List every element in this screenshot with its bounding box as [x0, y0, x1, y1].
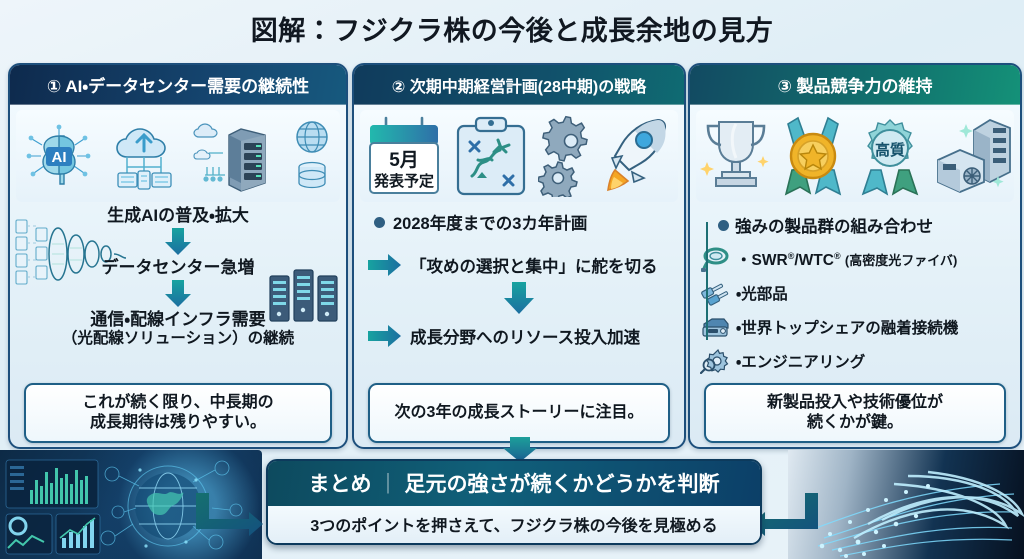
list-item-prefix: ・ — [736, 286, 742, 303]
signal-wave-icon — [15, 219, 127, 285]
panel-2-note: 次の3年の成長ストーリーに注目。 — [368, 383, 670, 443]
list-head-row: 強みの製品群の組み合わせ — [700, 208, 1020, 242]
list-head-label: 強みの製品群の組み合わせ — [735, 218, 933, 236]
list-item-main: 光部品 — [741, 286, 788, 303]
down-arrow-icon — [165, 280, 191, 308]
list-item-sup2: ® — [833, 250, 841, 261]
connector-down-arrow — [503, 437, 537, 462]
flow-step-2: データセンター急増 — [101, 258, 255, 278]
list-item-main: SWR — [751, 252, 788, 269]
list-item-paren: (高密度光ファイバ) — [844, 253, 958, 268]
panel-product-competitiveness: ③ 製品競争力の維持 — [688, 63, 1022, 449]
data-dashboard-globe-image — [0, 450, 262, 559]
page-title: 図解：フジクラ株の今後と成長余地の見方 — [250, 15, 774, 46]
list-item-sup1: ® — [787, 250, 795, 261]
panel-2-down-arrow-wrap — [354, 282, 684, 321]
bullet-text: 2028年度までの3カ年計画 — [393, 215, 588, 233]
list-item-main: 世界トップシェアの融着接続機 — [741, 320, 959, 337]
list-item-label: ・SWR®/WTC® (高密度光ファイバ) — [736, 248, 957, 270]
quality-badge-label: 高質 — [874, 141, 904, 159]
svg-text:AI: AI — [51, 149, 66, 166]
down-arrow-icon — [165, 228, 191, 256]
list-item: ・世界トップシェアの融着接続機 — [700, 310, 1020, 344]
bullet-text: 「攻めの選択と集中」に舵を切る — [410, 258, 658, 276]
panel-3-note-line2: 続くかが鍵。 — [806, 414, 903, 431]
list-item-mid: /WTC — [794, 252, 834, 269]
panel-3-note: 新製品投入や技術優位が 続くかが鍵。 — [704, 383, 1006, 443]
flow-step-3-line2: （光配線ソリューション）の継続 — [61, 330, 295, 348]
panel-1-flow: 生成AIの普及・拡大 データセンター急増 通信・配線インフラ需要 （光配線ソリュ… — [10, 206, 346, 348]
panel-3-header: ③ 製品競争力の維持 — [690, 65, 1020, 105]
equipment-icon — [936, 118, 1011, 193]
server-rack-icon — [193, 123, 266, 192]
panel-1-note: これが続く限り、中長期の 成長期待は残りやすい。 — [24, 383, 332, 443]
connector-arrow-left — [196, 493, 263, 536]
connector-arrow-right — [751, 493, 818, 536]
ai-brain-icon: AI — [26, 124, 91, 185]
list-item: ・エンジニアリング — [700, 344, 1020, 378]
bullet-text: 成長分野へのリソース投入加速 — [410, 329, 641, 347]
dashboard-graphics — [5, 459, 243, 555]
list-item-label: ・世界トップシェアの融着接続機 — [736, 316, 958, 338]
summary-subline: 3つのポイントを押さえて、フジクラ株の今後を見極める — [268, 506, 760, 543]
gear-icon — [538, 115, 588, 197]
summary-headline: 足元の強さが続くかどうかを判断 — [404, 473, 720, 496]
fusion-splicer-icon — [702, 318, 729, 337]
panel-3-list: 強みの製品群の組み合わせ ・SWR®/WTC® (高密度光ファイバ) — [690, 202, 1020, 378]
panel-3-body: 高質 強みの製品群の組み合わせ — [690, 110, 1020, 447]
list-item-main: エンジニアリング — [741, 354, 866, 371]
calendar-icon: 5月 発表予定 — [369, 116, 439, 194]
list-item-prefix: ・ — [736, 320, 742, 337]
server-cluster-icon — [269, 269, 338, 322]
panel-midterm-plan-strategy: ② 次期中期経営計画(28中期)の戦略 5月 発表予定 — [352, 63, 686, 449]
panel-2-body: 5月 発表予定 — [354, 110, 684, 447]
cloud-upload-icon — [116, 128, 172, 190]
list-item-prefix: ・ — [736, 252, 752, 269]
down-arrow-icon — [504, 282, 534, 314]
panel-1-body: AI — [10, 110, 346, 447]
list-item: ・SWR®/WTC® (高密度光ファイバ) — [700, 242, 1020, 276]
flow-step-1: 生成AIの普及・拡大 — [107, 206, 249, 225]
panel-3-note-line1: 新製品投入や技術優位が — [766, 394, 943, 411]
fiber-streaks-graphics — [815, 470, 1024, 558]
calendar-month-label: 5月 — [389, 150, 419, 171]
summary-banner: まとめ｜足元の強さが続くかどうかを判断 3つのポイントを押さえて、フジクラ株の今… — [266, 459, 762, 545]
bullet-row: 成長分野へのリソース投入加速 — [354, 323, 684, 349]
right-arrow-icon — [368, 325, 401, 347]
list-item: ・光部品 — [700, 276, 1020, 310]
bullet-row: 2028年度までの3カ年計画 — [354, 210, 684, 234]
tree-connector — [706, 222, 720, 340]
list-item-prefix: ・ — [736, 354, 742, 371]
rocket-icon — [607, 118, 667, 192]
panel-2-bullets: 2028年度までの3カ年計画 「攻めの選択と集中」に舵を切る — [354, 210, 684, 349]
bullet-row: 「攻めの選択と集中」に舵を切る — [354, 252, 684, 278]
summary-headline-row: まとめ｜足元の強さが続くかどうかを判断 — [268, 461, 760, 506]
strategy-clipboard-icon — [456, 116, 526, 196]
panel-1-note-line1: これが続く限り、中長期の — [82, 394, 274, 411]
globe-network-icon — [296, 121, 328, 189]
fiber-cable-icon — [701, 247, 729, 272]
panel-2-header: ② 次期中期経営計画(28中期)の戦略 — [354, 65, 684, 105]
quality-rosette-icon: 高質 — [861, 119, 918, 196]
panel-1-note-line2: 成長期待は残りやすい。 — [89, 414, 266, 431]
list-item-label: ・光部品 — [736, 282, 788, 304]
gold-medal-icon — [784, 116, 841, 196]
panel-ai-datacenter-demand: ① AI・データセンター需要の継続性 AI — [8, 63, 348, 449]
panel-2-note-line1: 次の3年の成長ストーリーに注目。 — [394, 404, 644, 421]
panel-2-icon-strip: 5月 発表予定 — [360, 110, 678, 202]
panel-1-icon-strip: AI — [16, 110, 340, 202]
fiber-optic-light-image — [788, 450, 1024, 559]
trophy-icon — [699, 121, 769, 187]
panel-3-icon-strip: 高質 — [696, 110, 1014, 202]
flow-step-3-line1: 通信・配線インフラ需要 — [90, 310, 266, 330]
panel-1-header: ① AI・データセンター需要の継続性 — [10, 65, 346, 105]
right-arrow-icon — [368, 254, 401, 276]
list-item-label: ・エンジニアリング — [736, 350, 865, 372]
summary-label: まとめ — [308, 473, 372, 496]
summary-separator: ｜ — [377, 473, 399, 496]
bullet-dot-icon — [374, 216, 385, 228]
calendar-note-label: 発表予定 — [373, 172, 434, 190]
bullet-dot-icon — [718, 219, 729, 231]
engineering-gear-icon — [700, 348, 729, 374]
